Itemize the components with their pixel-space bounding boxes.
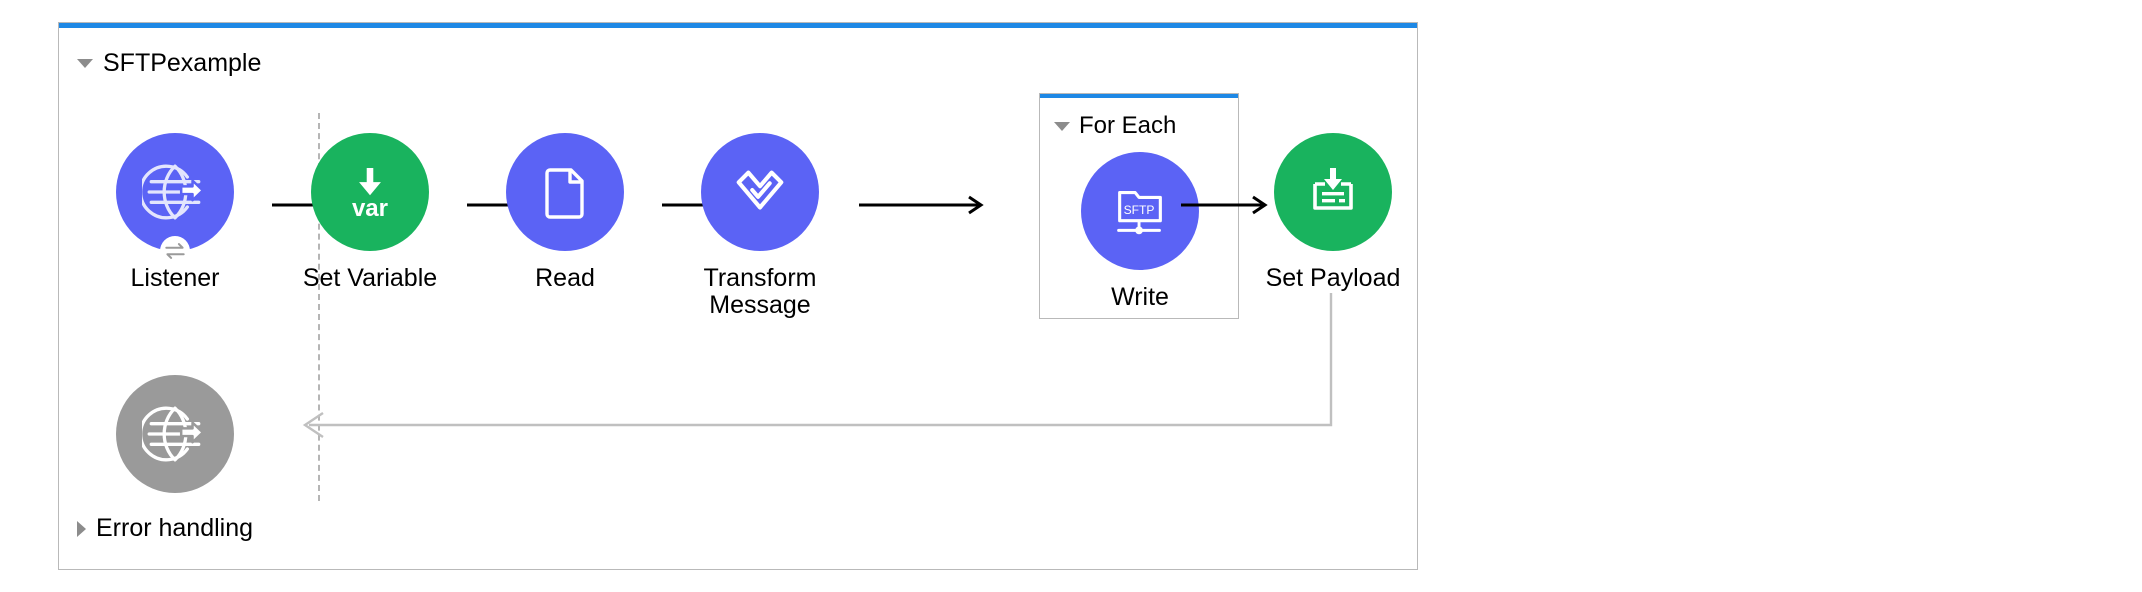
exchange-arrows-icon	[165, 243, 185, 259]
node-response[interactable]	[85, 375, 265, 493]
flow-name-label: SFTPexample	[103, 49, 262, 77]
set-variable-icon-bubble[interactable]: var	[311, 133, 429, 251]
flow-canvas[interactable]: SFTPexample	[0, 0, 1432, 592]
triangle-down-icon[interactable]	[77, 59, 93, 68]
set-variable-label: Set Variable	[302, 264, 438, 292]
globe-arrow-icon	[142, 406, 205, 462]
write-label: Write	[1111, 283, 1169, 311]
flow-accent-bar	[59, 23, 1417, 28]
node-set-variable[interactable]: var Set Variable	[280, 133, 460, 292]
triangle-right-icon[interactable]	[77, 520, 86, 537]
payload-down-arrow-icon	[1313, 168, 1353, 210]
write-icon-bubble[interactable]: SFTP	[1081, 152, 1199, 270]
arrow-right-icon	[1181, 195, 1268, 215]
listener-exchange-badge	[160, 236, 190, 266]
listener-label: Listener	[130, 264, 220, 292]
flow-header[interactable]: SFTPexample	[77, 49, 261, 78]
globe-arrow-icon	[142, 164, 205, 220]
connector-return-path	[289, 293, 1379, 493]
node-write[interactable]: SFTP Write	[1050, 152, 1230, 311]
arrow-right-icon	[859, 195, 984, 215]
error-handling-section[interactable]: Error handling	[77, 514, 253, 543]
document-page-icon	[545, 168, 584, 219]
flow-container-sftpexample[interactable]: SFTPexample	[58, 22, 1418, 570]
node-listener[interactable]: Listener	[85, 133, 265, 292]
connector-foreach-to-setpayload	[1181, 193, 1271, 227]
node-read[interactable]: Read	[475, 133, 655, 292]
transform-message-label: Transform Message	[703, 264, 817, 319]
foreach-header[interactable]: For Each	[1054, 112, 1176, 140]
read-icon-bubble[interactable]	[506, 133, 624, 251]
var-down-arrow-icon: var	[352, 167, 388, 222]
sftp-folder-icon: SFTP	[1117, 191, 1162, 235]
dataweave-icon	[736, 170, 784, 210]
source-process-divider	[318, 113, 320, 501]
arrow-left-icon	[302, 293, 1333, 438]
listener-icon-bubble[interactable]	[116, 133, 234, 266]
foreach-accent-bar	[1040, 94, 1238, 98]
error-handling-label: Error handling	[96, 514, 254, 542]
svg-text:var: var	[352, 195, 388, 222]
node-set-payload[interactable]: Set Payload	[1243, 133, 1423, 292]
node-transform-message[interactable]: Transform Message	[670, 133, 850, 319]
response-icon-bubble[interactable]	[116, 375, 234, 493]
triangle-down-icon[interactable]	[1054, 121, 1070, 131]
page-background-right	[1432, 0, 2142, 592]
foreach-name-label: For Each	[1079, 112, 1177, 139]
connector-transform-to-foreach	[859, 193, 987, 227]
sftp-icon-text: SFTP	[1124, 203, 1155, 217]
transform-message-icon-bubble[interactable]	[701, 133, 819, 251]
read-label: Read	[535, 264, 595, 292]
set-payload-icon-bubble[interactable]	[1274, 133, 1392, 251]
set-payload-label: Set Payload	[1265, 264, 1401, 292]
